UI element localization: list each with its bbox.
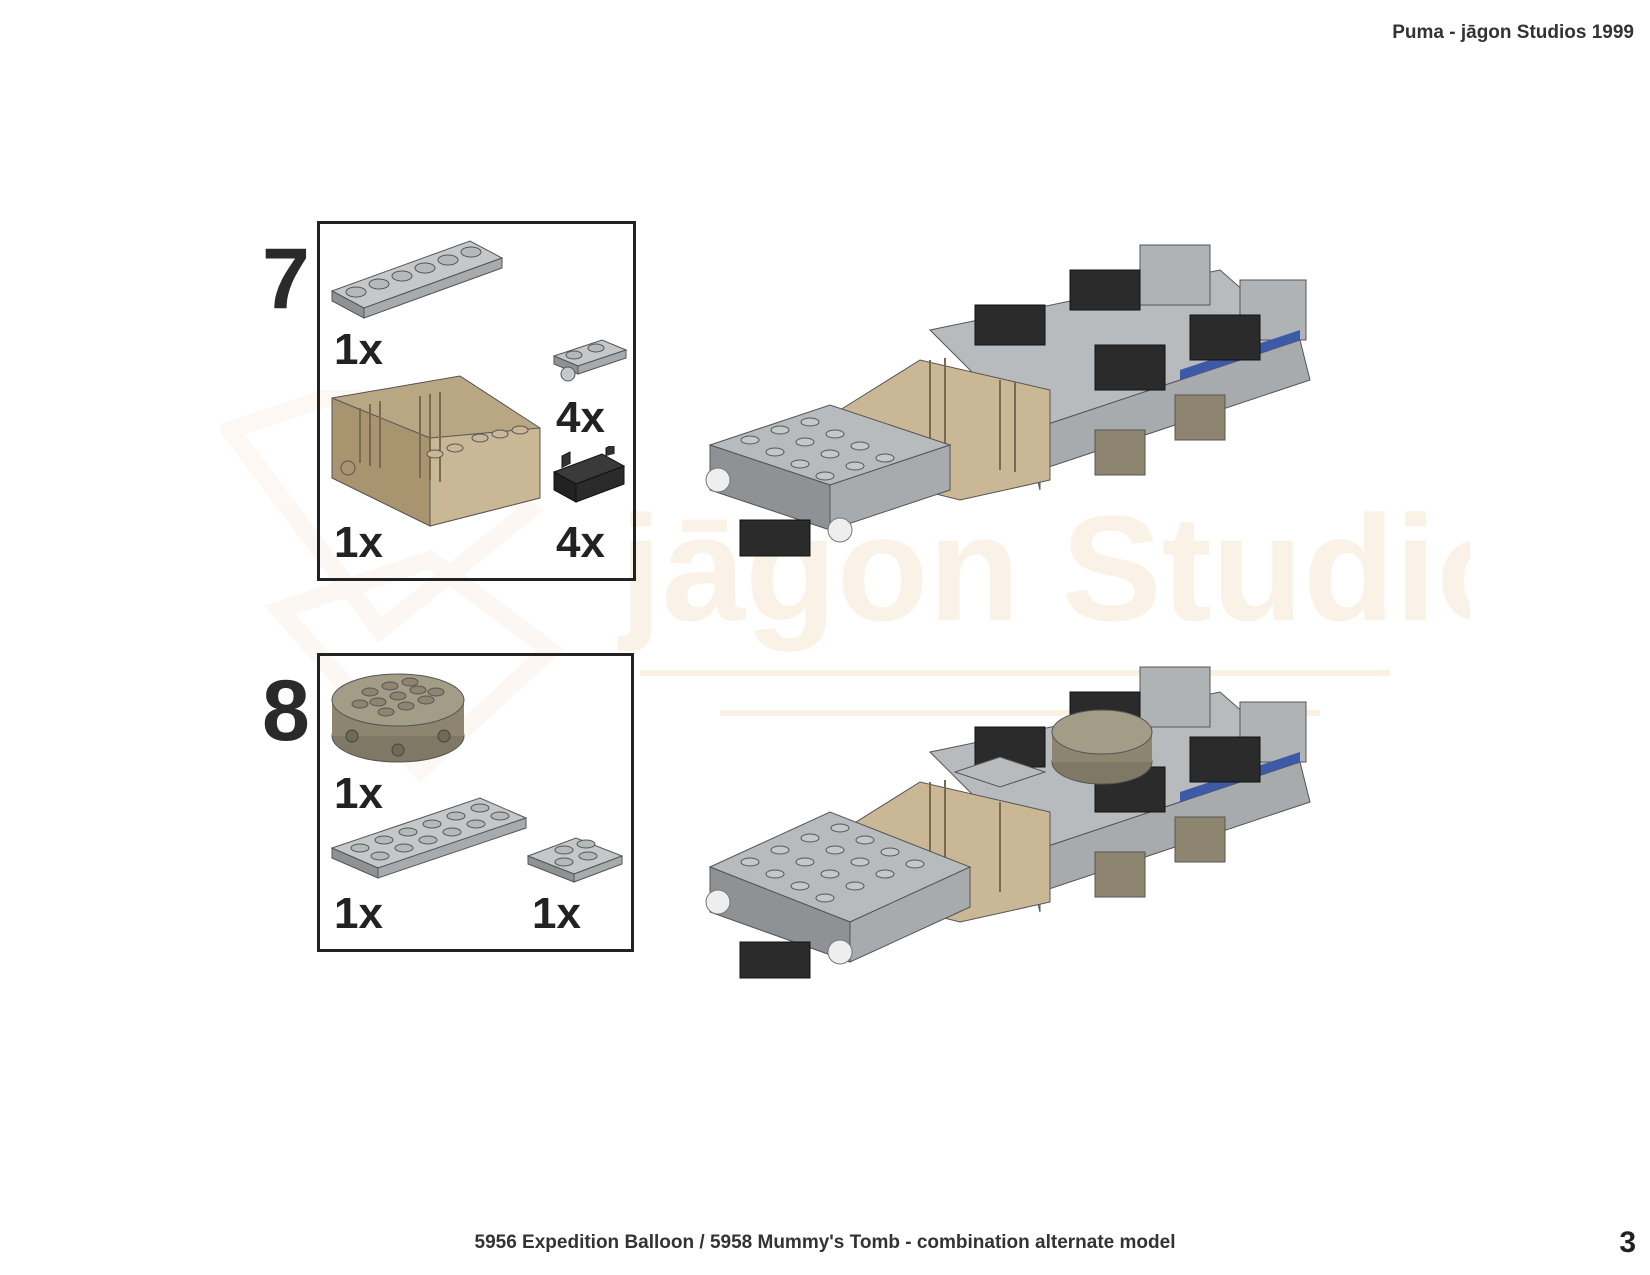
plate-2x6-icon (330, 797, 528, 879)
plate-1x2-clip-icon (552, 339, 628, 382)
document-footer-caption: 5956 Expedition Balloon / 5958 Mummy's T… (474, 1232, 1176, 1253)
round-brick-4x4-icon (331, 673, 465, 763)
step-number-7: 7 (262, 231, 310, 327)
qty-plate-2x2: 1x (532, 889, 581, 938)
parts-callout-step-7: 1x 4x 1x 4x (317, 221, 636, 581)
step-number-8: 8 (262, 663, 310, 759)
page-number: 3 (1619, 1226, 1636, 1259)
document-header: Puma - jāgon Studios 1999 (1392, 22, 1634, 43)
seat-bucket-icon (331, 375, 541, 527)
watermark-text: jāgon Studios (617, 484, 1470, 652)
parts-callout-step-8: 1x 1x 1x (317, 653, 634, 952)
watermark-logo: jāgon Studios (220, 390, 1470, 783)
qty-hinge-clip: 4x (556, 518, 605, 567)
qty-round-brick: 1x (334, 769, 383, 818)
hinge-clip-icon (552, 446, 626, 503)
assembly-illustration-step-7 (705, 244, 1311, 557)
qty-plate-1x6: 1x (334, 325, 383, 374)
plate-1x6-icon (330, 240, 504, 319)
qty-plate-1x2-clip: 4x (556, 393, 605, 442)
qty-seat-bucket: 1x (334, 518, 383, 567)
plate-2x2-icon (526, 837, 624, 883)
qty-plate-2x6: 1x (334, 889, 383, 938)
assembly-illustration-step-8 (705, 666, 1311, 979)
